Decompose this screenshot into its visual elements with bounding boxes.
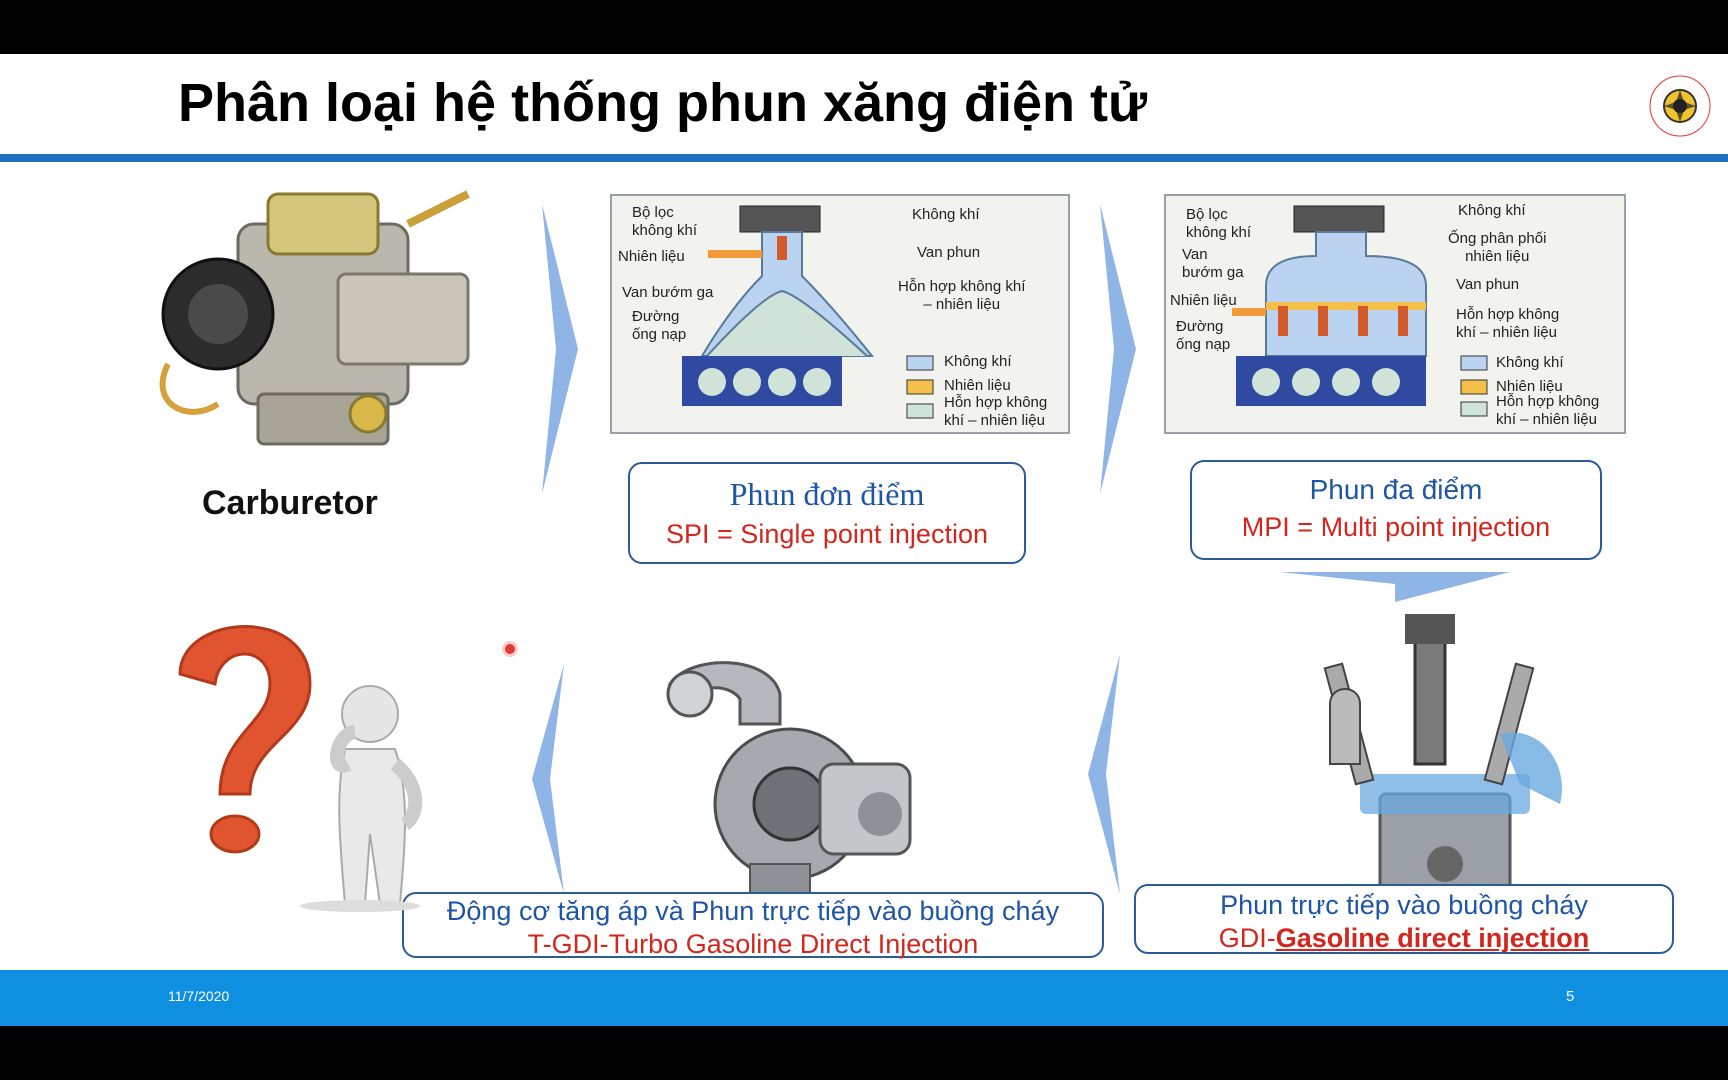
arrow-right-icon (1100, 204, 1136, 494)
mpi-diagram: Bộ lọc không khí Van bướm ga Nhiên liệu … (1164, 194, 1626, 434)
turbocharger-image (666, 661, 912, 905)
spi-legend-mixture: Hỗn hợp không khí – nhiên liệu (944, 394, 1048, 429)
spi-legend-air: Không khí (944, 353, 1012, 370)
laser-pointer-dot (505, 644, 515, 654)
carburetor-image (159, 190, 470, 446)
question-mark-person-icon (178, 625, 423, 912)
carburetor-label: Carburetor (202, 484, 378, 522)
arrow-left-icon (1088, 654, 1120, 894)
mpi-legend-air: Không khí (1496, 354, 1564, 371)
tgdi-caption-box: Động cơ tăng áp và Phun trực tiếp vào bu… (402, 892, 1104, 959)
page-number: 5 (1566, 988, 1575, 1005)
spi-legend-fuel: Nhiên liệu (944, 377, 1011, 394)
slide-footer: 11/7/2020 5 (0, 970, 1728, 1026)
mpi-label-filter: Bộ lọc không khí (1186, 206, 1252, 241)
mpi-caption-box: Phun đa điểm MPI = Multi point injection (1190, 460, 1602, 560)
mpi-label-intake: Đường ống nạp (1176, 318, 1231, 353)
mpi-title: Phun đa điểm (1309, 474, 1483, 505)
gdi-title: Phun trực tiếp vào buồng cháy (1220, 890, 1588, 920)
footer-date: 11/7/2020 (168, 988, 230, 1004)
gdi-caption-box: Phun trực tiếp vào buồng cháy GDI-Gasoli… (1134, 884, 1674, 954)
mpi-label-rail: Ống phân phối nhiên liệu (1448, 230, 1547, 265)
logo-seal-icon (1649, 75, 1711, 137)
gdi-subtitle-emphasis: Gasoline direct injection (1275, 923, 1590, 953)
mpi-label-injector: Van phun (1456, 276, 1520, 293)
mpi-legend-mixture: Hỗn hợp không khí – nhiên liệu (1496, 393, 1600, 428)
mpi-subtitle: MPI = Multi point injection (1241, 512, 1551, 542)
gdi-engine-image (1323, 614, 1562, 916)
spi-label-throttle: Van bướm ga (622, 284, 714, 301)
spi-label-air: Không khí (912, 206, 980, 223)
slide: Phân loại hệ thống phun xăng điện tử Car… (0, 54, 1728, 1026)
spi-label-intake: Đường ống nạp (632, 308, 687, 343)
tgdi-subtitle: T-GDI-Turbo Gasoline Direct Injection (527, 929, 979, 959)
mpi-label-fuel: Nhiên liệu (1170, 292, 1237, 309)
arrow-down-icon (1280, 572, 1510, 602)
spi-label-filter: Bộ lọc không khí (632, 204, 698, 239)
spi-label-injector: Van phun (917, 244, 981, 261)
spi-label-fuel: Nhiên liệu (618, 248, 685, 265)
mpi-legend-fuel: Nhiên liệu (1496, 378, 1563, 395)
slide-title: Phân loại hệ thống phun xăng điện tử (178, 73, 1148, 133)
mpi-label-throttle: Van bướm ga (1182, 246, 1244, 281)
spi-label-mixture: Hỗn hợp không khí – nhiên liệu (898, 278, 1026, 313)
spi-title: Phun đơn điểm (729, 476, 925, 512)
tgdi-title: Động cơ tăng áp và Phun trực tiếp vào bu… (446, 896, 1060, 926)
spi-subtitle: SPI = Single point injection (666, 519, 988, 549)
spi-diagram: Bộ lọc không khí Nhiên liệu Van bướm ga … (610, 194, 1070, 434)
arrow-left-icon (532, 664, 564, 894)
spi-caption-box: Phun đơn điểm SPI = Single point injecti… (628, 462, 1026, 564)
mpi-label-mixture: Hỗn hợp không khí – nhiên liệu (1456, 306, 1560, 341)
mpi-label-air: Không khí (1458, 202, 1526, 219)
title-underline (0, 154, 1728, 162)
gdi-subtitle-prefix: GDI- (1218, 923, 1276, 953)
arrow-right-icon (542, 204, 578, 494)
